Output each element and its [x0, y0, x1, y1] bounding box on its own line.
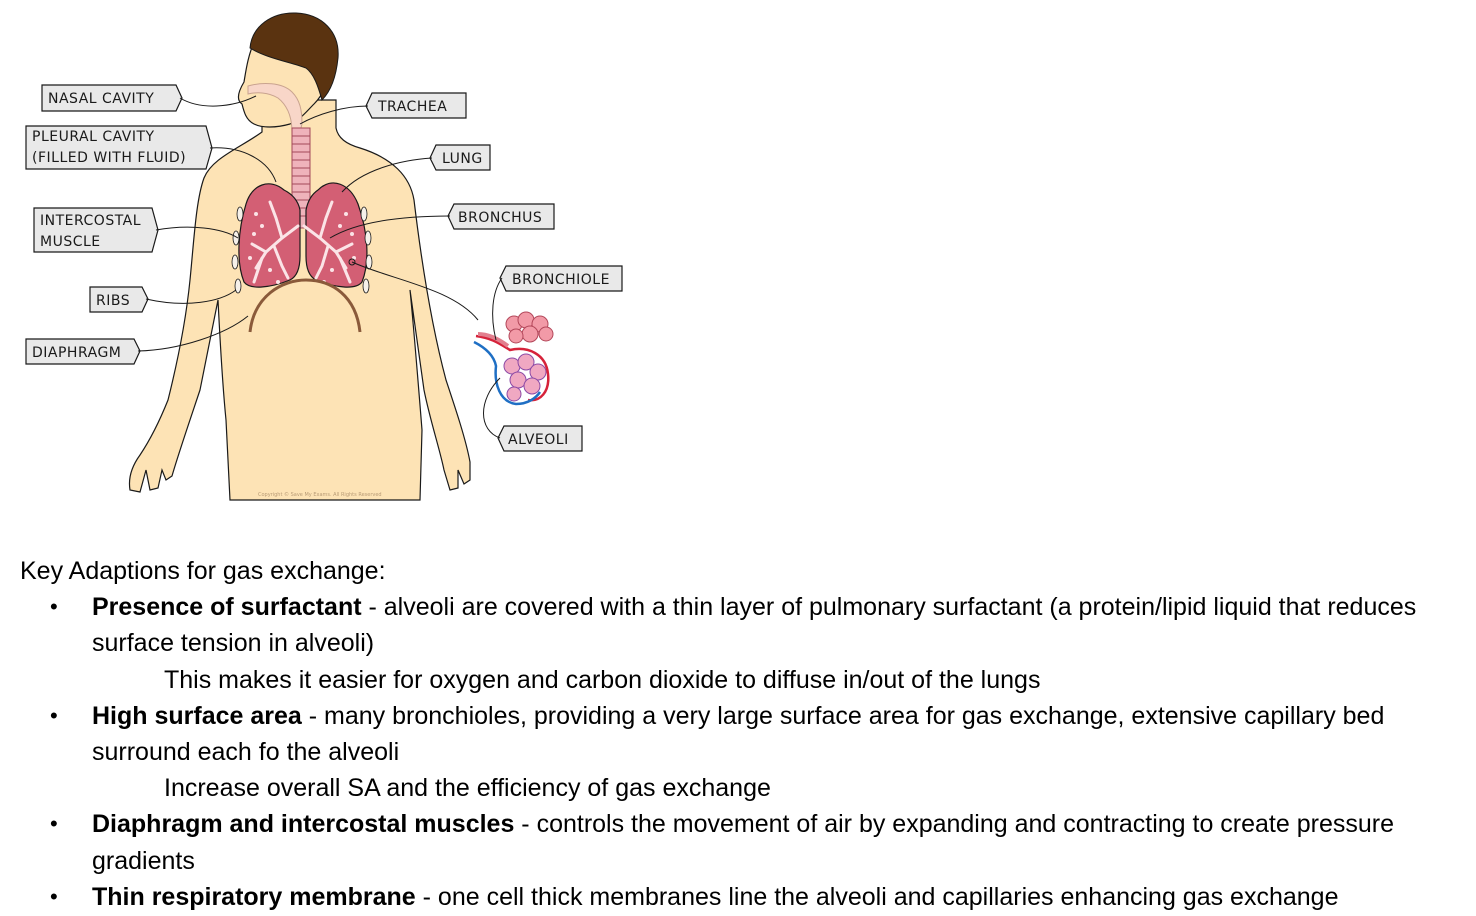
- point-text: - one cell thick membranes line the alve…: [415, 882, 1339, 911]
- label-tag-bronchus: BRONCHUS: [329, 203, 555, 239]
- point-sub: Increase overall SA and the efficiency o…: [164, 774, 771, 803]
- notes-heading: Key Adaptions for gas exchange:: [20, 557, 386, 585]
- label-intercostal-line2: MUSCLE: [40, 234, 101, 250]
- label-trachea: TRACHEA: [377, 99, 447, 115]
- label-intercostal-line1: INTERCOSTAL: [40, 213, 141, 229]
- bronchial-tree: [250, 200, 354, 284]
- label-tag-lung: LUNG: [341, 144, 491, 193]
- alveoli-cluster-top: [505, 311, 554, 344]
- label-tag-bronchiole: BRONCHIOLE: [492, 265, 623, 341]
- label-alveoli: ALVEOLI: [508, 432, 569, 448]
- label-bronchiole: BRONCHIOLE: [512, 272, 610, 288]
- label-pleural-cavity-line2: (FILLED WITH FLUID): [32, 150, 186, 166]
- adaptations-list: • Presence of surfactant - alveoli are c…: [20, 589, 1460, 915]
- alveoli-cluster-bottom: [503, 353, 547, 402]
- label-tag-ribs: RIBS: [89, 286, 237, 313]
- point-term: Thin respiratory membrane: [92, 882, 416, 911]
- label-tag-trachea: TRACHEA: [299, 92, 467, 125]
- point-text: - alveoli are covered with a thin layer …: [92, 593, 1417, 658]
- lung-to-alveoli-arrow: [351, 261, 479, 321]
- point-text: - controls the movement of air by expand…: [92, 810, 1394, 875]
- point-sub: This makes it easier for oxygen and carb…: [164, 665, 1041, 694]
- point-term: High surface area: [92, 701, 302, 730]
- list-item: • Presence of surfactant - alveoli are c…: [20, 589, 1460, 698]
- torso-outline: [128, 99, 471, 501]
- list-item: • High surface area - many bronchioles, …: [20, 698, 1460, 807]
- copyright-text: Copyright © Save My Exams. All Rights Re…: [258, 491, 382, 498]
- label-tag-intercostal: INTERCOSTAL MUSCLE: [33, 207, 239, 253]
- point-text: - many bronchioles, providing a very lar…: [92, 701, 1385, 767]
- label-pleural-cavity-line1: PLEURAL CAVITY: [32, 129, 155, 145]
- label-ribs: RIBS: [96, 293, 130, 309]
- alveoli-inset: [473, 311, 554, 406]
- label-tag-pleural-cavity: PLEURAL CAVITY (FILLED WITH FLUID): [25, 125, 277, 183]
- bullet: •: [50, 811, 58, 837]
- label-lung: LUNG: [442, 151, 483, 167]
- label-tag-nasal-cavity: NASAL CAVITY: [41, 84, 257, 112]
- label-bronchus: BRONCHUS: [458, 210, 542, 226]
- diaphragm-illustration: [248, 278, 362, 333]
- left-lung: [238, 183, 301, 288]
- respiratory-system-diagram: Copyright © Save My Exams. All Rights Re…: [25, 12, 623, 501]
- list-item: • Thin respiratory membrane - one cell t…: [20, 879, 1460, 915]
- zoom-origin-marker: [348, 258, 356, 266]
- bullet: •: [50, 594, 58, 620]
- hair: [249, 12, 339, 101]
- label-nasal-cavity: NASAL CAVITY: [48, 91, 154, 107]
- list-item: • Diaphragm and intercostal muscles - co…: [20, 806, 1460, 878]
- point-term: Diaphragm and intercostal muscles: [92, 810, 515, 839]
- label-tag-diaphragm: DIAPHRAGM: [25, 315, 249, 365]
- bronchiole-tube: [477, 332, 510, 348]
- human-body-illustration: Copyright © Save My Exams. All Rights Re…: [128, 12, 471, 501]
- point-term: Presence of surfactant: [92, 593, 362, 622]
- bullet: •: [50, 883, 58, 909]
- gas-exchange-notes: Key Adaptions for gas exchange: • Presen…: [20, 553, 1460, 915]
- artery-vessel: [475, 334, 550, 402]
- label-diaphragm: DIAPHRAGM: [32, 345, 121, 361]
- bullet: •: [50, 702, 58, 728]
- label-tag-alveoli: ALVEOLI: [483, 377, 583, 452]
- vein-vessel: [473, 340, 542, 406]
- ribs-illustration: [231, 206, 373, 294]
